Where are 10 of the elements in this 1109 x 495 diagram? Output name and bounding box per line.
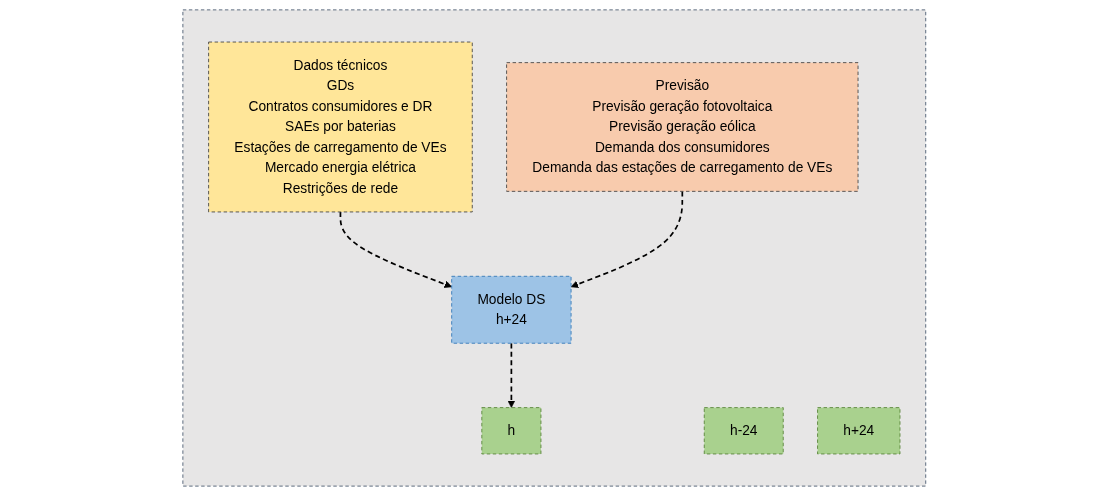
node-box: Dados técnicos GDs Contratos consumidores e DR SAEs por baterias Estações de carregamento de VEs Mercado energia elétrica Restrições de rede	[208, 41, 473, 212]
node-box: h+24	[817, 406, 901, 454]
node-box: h	[481, 406, 542, 454]
node-box: Previsão Previsão geração fotovoltaica Previsão geração eólica Demanda dos consumidores Demanda das estações de carregamento de VEs	[506, 61, 859, 192]
node-box: h-24	[704, 406, 784, 454]
arrow	[570, 190, 684, 288]
cluster	[182, 8, 927, 487]
node-box: Modelo DS h+24	[451, 275, 572, 344]
arrow	[339, 210, 453, 288]
arrow	[507, 341, 516, 408]
